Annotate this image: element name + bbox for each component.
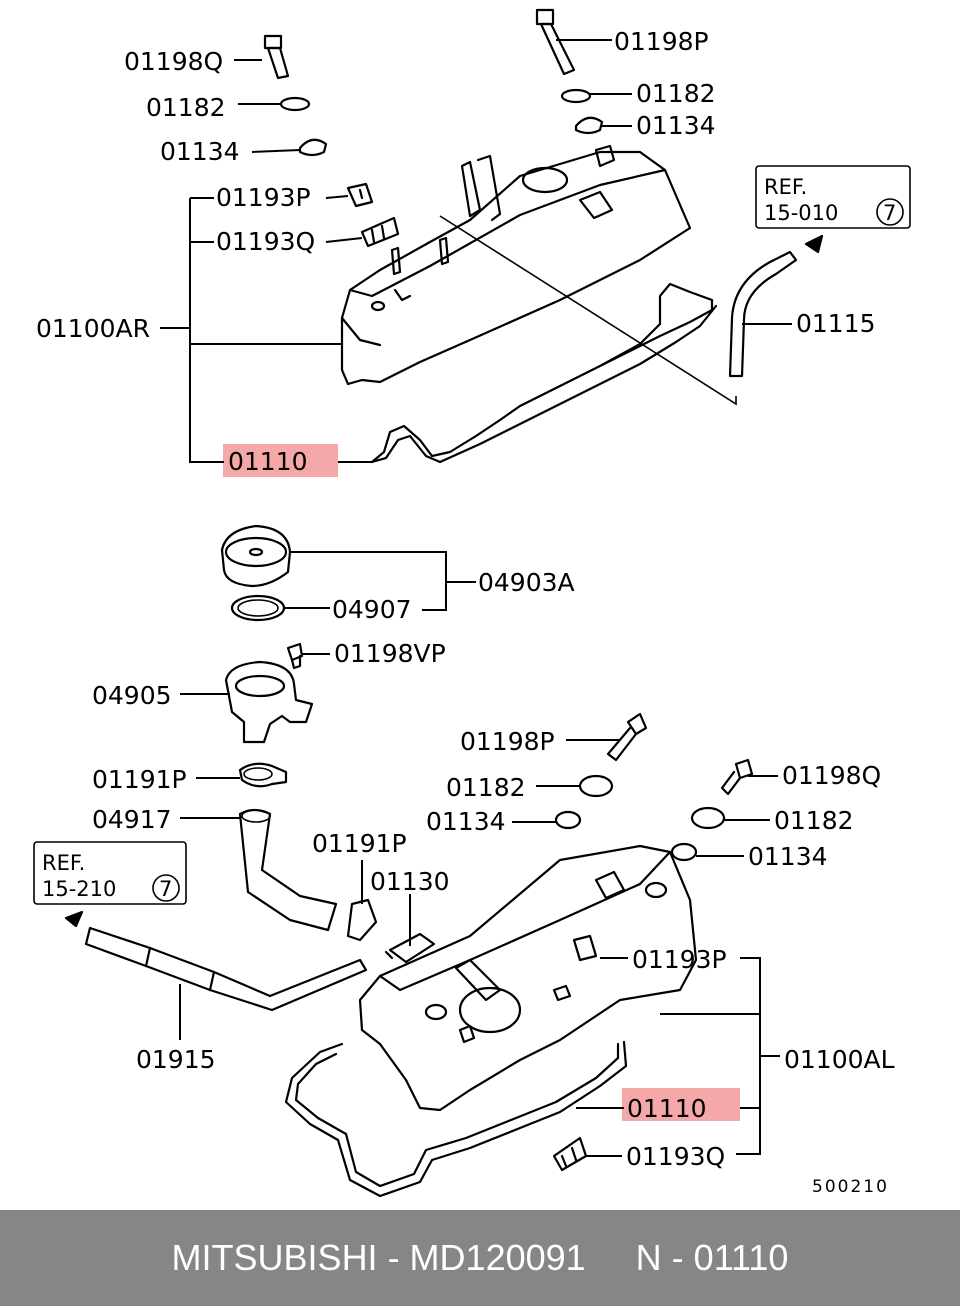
ref-box-bottom (33, 841, 187, 905)
label-mid-01191p: 01191P (92, 765, 187, 794)
part-labels: 01198Q 01182 01134 01198P 01182 01134 01… (36, 27, 896, 1197)
clamp-icon (346, 898, 378, 942)
label-bot-01198p: 01198P (460, 727, 555, 756)
label-mid-04907: 04907 (332, 595, 412, 624)
label-bot-01100al: 01100AL (784, 1045, 895, 1074)
grommet-icon (554, 810, 582, 830)
label-bot-01130: 01130 (370, 867, 450, 896)
ref-bottom-line2: 15-210 (42, 877, 116, 901)
label-top-01134-right: 01134 (636, 111, 716, 140)
bolt-icon (286, 642, 304, 670)
label-mid-04905: 04905 (92, 681, 172, 710)
rocker-cover-right (340, 150, 692, 386)
ref-circle-icon (876, 198, 904, 226)
label-bot-01182-left: 01182 (446, 773, 526, 802)
label-mid-01198vp: 01198VP (334, 639, 446, 668)
label-top-01193p: 01193P (216, 183, 311, 212)
oil-filler-assembly (180, 524, 476, 932)
clip-icon (572, 934, 598, 962)
hose-icon (238, 808, 338, 932)
clip-icon (552, 1136, 588, 1172)
label-top-01100ar: 01100AR (36, 314, 150, 343)
highlight-top-01110 (223, 444, 338, 477)
footer-bar: MITSUBISHI - MD120091 N - 01110 (0, 1210, 960, 1306)
label-top-01182-right: 01182 (636, 79, 716, 108)
filler-neck-icon (224, 660, 314, 744)
clip-icon (346, 182, 374, 208)
drawing-code: 500210 (812, 1177, 889, 1197)
label-mid-04903a: 04903A (478, 568, 575, 597)
ref-bottom-line1: REF. (42, 851, 85, 875)
arrow-icon (64, 910, 84, 928)
ref-bottom-circle-number: 7 (159, 877, 172, 901)
label-bot-01191p: 01191P (312, 829, 407, 858)
label-top-01182-left: 01182 (146, 93, 226, 122)
ref-circle-icon (152, 874, 180, 902)
label-bot-01193p: 01193P (632, 945, 727, 974)
bottom-cover-assembly (33, 712, 780, 1198)
bolt-icon (606, 712, 648, 762)
ref-top-circle-number: 7 (883, 201, 896, 225)
bolt-icon (535, 8, 576, 76)
rocker-cover-left (358, 844, 698, 1112)
grommet-icon (670, 842, 698, 862)
label-bot-01110: 01110 (627, 1094, 707, 1123)
washer-icon (578, 774, 614, 798)
washer-icon (560, 88, 592, 104)
label-top-01198q: 01198Q (124, 47, 223, 76)
hose-icon (728, 250, 798, 378)
ref-top-line2: 15-010 (764, 201, 838, 225)
label-top-01110: 01110 (228, 447, 308, 476)
label-bot-01915: 01915 (136, 1045, 216, 1074)
arrow-icon (804, 234, 824, 254)
ref-top-line1: REF. (764, 175, 807, 199)
label-bot-01182-right: 01182 (774, 806, 854, 835)
label-top-01134-left: 01134 (160, 137, 240, 166)
highlight-bottom-01110 (622, 1088, 740, 1121)
footer-part-number: MITSUBISHI - MD120091 N - 01110 (171, 1237, 789, 1278)
parts-diagram: 01198Q 01182 01134 01198P 01182 01134 01… (33, 8, 911, 1198)
top-cover-assembly (160, 8, 911, 464)
gasket-top (370, 282, 714, 464)
grommet-icon (298, 138, 328, 157)
pipe-icon (84, 926, 368, 1012)
label-bot-01193q: 01193Q (626, 1142, 725, 1171)
ref-box-top (755, 165, 911, 229)
gasket-bottom (284, 1040, 628, 1198)
bolt-icon (720, 758, 754, 796)
clamp-icon (238, 762, 288, 788)
label-bot-01134-right: 01134 (748, 842, 828, 871)
grommet-icon (574, 116, 604, 135)
bolt-icon (263, 34, 290, 80)
label-bot-01134-left: 01134 (426, 807, 506, 836)
label-bot-01198q: 01198Q (782, 761, 881, 790)
washer-icon (279, 96, 311, 112)
label-top-01193q: 01193Q (216, 227, 315, 256)
label-mid-04917: 04917 (92, 805, 172, 834)
label-top-01115: 01115 (796, 309, 876, 338)
label-top-01198p: 01198P (614, 27, 709, 56)
clip-icon (360, 216, 400, 248)
washer-icon (690, 806, 726, 830)
filler-cap-icon (220, 524, 292, 588)
